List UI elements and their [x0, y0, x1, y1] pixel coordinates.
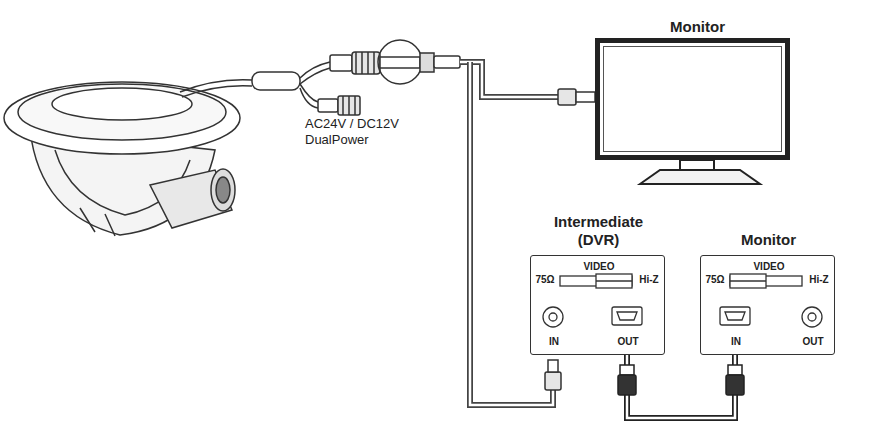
node-heading: Monitor [704, 231, 834, 250]
dvr-panel [617, 312, 637, 320]
dome-camera [211, 169, 235, 211]
panel-label: OUT [617, 336, 638, 347]
coax-cable [460, 62, 560, 97]
monitor-stand [640, 170, 760, 184]
monitor-stand [680, 160, 714, 170]
dome-camera [52, 88, 192, 120]
cable-outline [627, 355, 735, 418]
dvr-panel [596, 280, 632, 281]
hdmi-cable [618, 355, 744, 418]
monitor-panel [808, 313, 816, 321]
power-plug [338, 96, 360, 115]
monitor-panel [720, 307, 750, 325]
hdmi-tip [620, 365, 634, 375]
power-label: AC24V / DC12V DualPower [305, 116, 413, 147]
dome-camera [4, 82, 240, 154]
bnc-connector [330, 55, 352, 71]
monitor-stand [640, 160, 760, 184]
bnc-connector [380, 57, 420, 68]
dvr-panel [549, 313, 557, 321]
panel-label: VIDEO [753, 261, 784, 272]
power-plug [343, 96, 355, 115]
dvr-in-plug [545, 360, 561, 390]
monitor-plug [576, 92, 595, 102]
monitor-panel [720, 274, 822, 327]
cable-core [627, 355, 735, 418]
monitor-box: MonitorVIDEO75ΩHi-ZINOUT [700, 255, 835, 355]
monitor-plug [558, 89, 576, 105]
camera-cable [300, 62, 330, 84]
bnc-connector [352, 52, 380, 74]
bnc-connector [330, 40, 460, 84]
node-heading: Intermediate (DVR) [534, 213, 664, 251]
monitor-panel [730, 280, 766, 281]
bnc-connector [434, 56, 460, 68]
hdmi-plug [618, 375, 636, 395]
camera-cable [300, 84, 318, 108]
panel-label: Hi-Z [639, 274, 658, 285]
camera-cable [180, 62, 330, 108]
panel-label: IN [549, 336, 559, 347]
dvr-panel [596, 274, 632, 288]
monitor-panel [730, 274, 766, 288]
bnc-connector [378, 40, 422, 84]
bnc-connector [356, 52, 374, 74]
monitor-plug [558, 89, 595, 105]
panel-label: VIDEO [583, 261, 614, 272]
hdmi-plug [726, 375, 744, 395]
coax-cable [460, 62, 560, 405]
panel-label: OUT [802, 336, 823, 347]
camera-cable [182, 86, 252, 97]
panel-label: Hi-Z [809, 274, 828, 285]
panel-label: 75Ω [705, 274, 724, 285]
node-heading: Monitor [633, 18, 763, 37]
hdmi-tip [728, 365, 742, 375]
dome-camera [216, 177, 230, 203]
monitor-panel [725, 312, 745, 320]
panel-label: 75Ω [535, 274, 554, 285]
panel-label: IN [731, 336, 741, 347]
monitor-panel [802, 307, 822, 327]
coax-cable [460, 62, 560, 97]
dvr-in-plug [548, 360, 558, 372]
dvr-panel [543, 274, 642, 327]
coax-cable [470, 62, 553, 405]
dome-camera [150, 170, 232, 228]
bnc-connector [420, 53, 434, 72]
monitor-screen: Monitor [595, 38, 790, 160]
coax-cable [470, 62, 553, 405]
dvr-in-plug [545, 372, 561, 390]
dome-camera [80, 208, 115, 236]
camera-cable [252, 72, 300, 90]
power-plug [318, 96, 360, 115]
power-plug [318, 99, 338, 112]
dvr-panel [612, 307, 642, 325]
dvr-box: Intermediate (DVR)VIDEO75ΩHi-ZINOUT [530, 255, 665, 355]
dvr-panel [543, 307, 563, 327]
dome-camera [4, 82, 240, 236]
